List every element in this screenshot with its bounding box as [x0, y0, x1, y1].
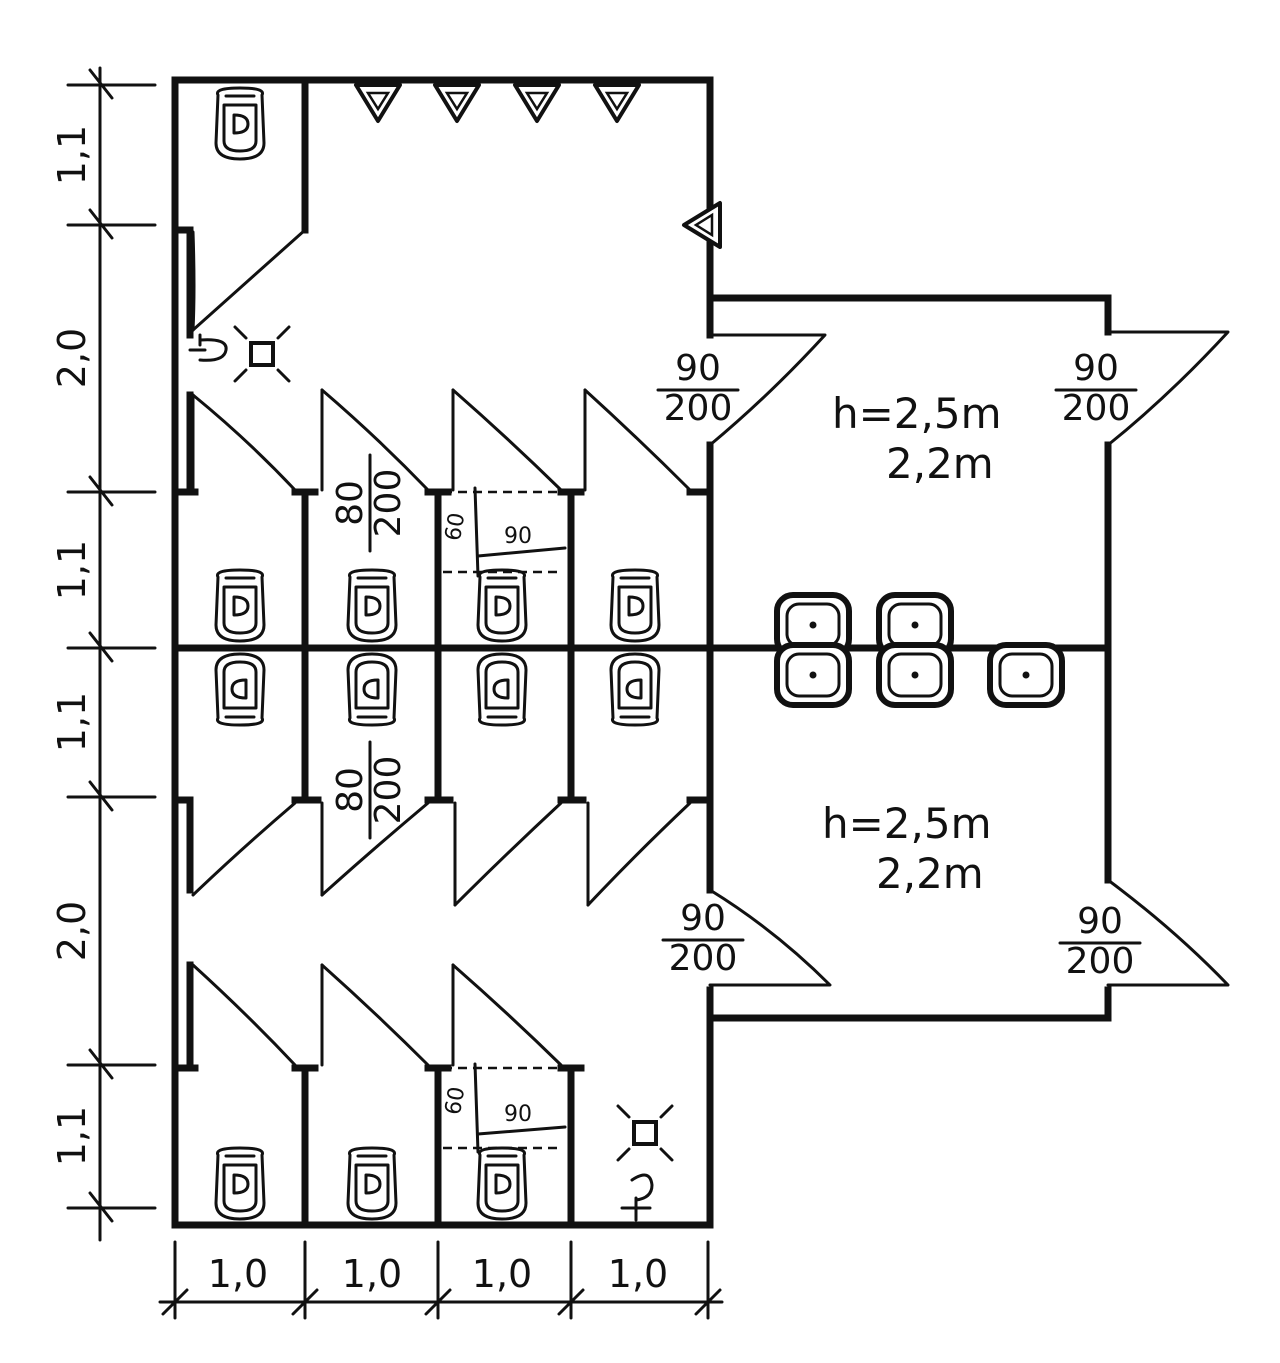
room-lower-height-2: 2,2m [876, 849, 984, 898]
room-upper-right-width: 90 [1073, 348, 1119, 389]
toilet-icon [214, 1146, 266, 1221]
room-lower-right-width: 90 [1077, 901, 1123, 942]
dim-v-2: 2,0 [50, 328, 94, 388]
vertical-dimension-chain [66, 66, 157, 1242]
ceiling-light-icon [616, 1104, 674, 1162]
clearance-upper-depth: 60 [441, 511, 470, 543]
clearance-upper-width: 90 [504, 524, 532, 549]
urinals [354, 83, 722, 249]
horizontal-dimension-chain [158, 1240, 724, 1320]
walls [171, 76, 1112, 1229]
door-label-room-upper-right: 90 200 [1054, 348, 1138, 429]
toilet-icon [346, 568, 398, 643]
door-label-stall-lower: 80 200 [330, 740, 409, 840]
clearance-upper [443, 486, 567, 578]
dim-h-3: 1,0 [472, 1252, 532, 1296]
room-lower-left-width: 90 [680, 898, 726, 939]
room-upper-left-height: 200 [664, 388, 733, 429]
room-upper-left-width: 90 [675, 348, 721, 389]
toilet-icon [609, 652, 661, 727]
clearance-lower-depth: 60 [441, 1085, 470, 1117]
door-label-room-lower-left: 90 200 [661, 898, 745, 979]
sinks [777, 595, 1062, 705]
stall-upper-height: 200 [368, 469, 409, 538]
room-upper-right-height: 200 [1062, 388, 1131, 429]
dim-v-3: 1,1 [50, 540, 94, 600]
sink-icon [990, 645, 1062, 705]
toilet-icon [214, 86, 266, 161]
room-lower-right-height: 200 [1066, 941, 1135, 982]
room-lower-left-height: 200 [669, 938, 738, 979]
urinal-icon [433, 83, 481, 123]
urinal-icon [354, 83, 402, 123]
dim-v-6: 1,1 [50, 1106, 94, 1166]
toilet-icon [609, 568, 661, 643]
room-upper-height-2: 2,2m [886, 439, 994, 488]
door-label-room-lower-right: 90 200 [1058, 901, 1142, 982]
room-upper-height: h=2,5m [832, 389, 1002, 438]
clearance-lower-width: 90 [504, 1102, 532, 1127]
toilet-icon [476, 1146, 528, 1221]
dim-v-4: 1,1 [50, 692, 94, 752]
door-label-room-upper-left: 90 200 [656, 348, 740, 429]
door-swings [191, 228, 1230, 1067]
urinal-icon [682, 201, 722, 249]
toilet-icon [476, 652, 528, 727]
dim-h-4: 1,0 [608, 1252, 668, 1296]
toilet-icon [214, 652, 266, 727]
room-lower-height: h=2,5m [822, 799, 992, 848]
door-label-stall-upper: 80 200 [330, 453, 409, 553]
dim-v-1: 1,1 [50, 125, 94, 185]
male-symbol-icon [188, 333, 228, 362]
stall-upper-width: 80 [330, 480, 371, 526]
toilet-icon [346, 652, 398, 727]
urinal-icon [593, 83, 641, 123]
toilet-icon [346, 1146, 398, 1221]
toilet-icon [476, 568, 528, 643]
sink-icon [777, 645, 849, 705]
urinal-icon [513, 83, 561, 123]
dim-h-2: 1,0 [342, 1252, 402, 1296]
clearance-lower [443, 1062, 567, 1154]
stall-lower-height: 200 [368, 756, 409, 825]
toilet-icon [214, 568, 266, 643]
dim-h-1: 1,0 [208, 1252, 268, 1296]
ceiling-light-icon [233, 325, 291, 383]
sink-icon [879, 645, 951, 705]
stall-lower-width: 80 [330, 767, 371, 813]
dim-v-5: 2,0 [50, 901, 94, 961]
female-symbol-icon [620, 1173, 654, 1222]
